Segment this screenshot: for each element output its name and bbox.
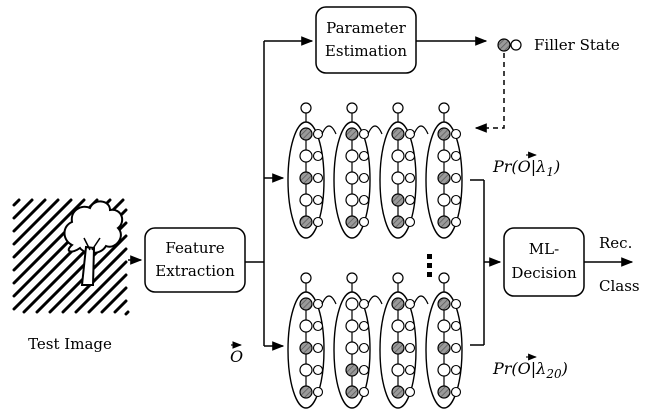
hmm-state: [437, 149, 451, 163]
hmm-state: [299, 319, 313, 333]
hatch-line: [87, 273, 128, 314]
hmm-column: [287, 102, 325, 239]
filler-state: [437, 385, 451, 399]
ellipsis-dots: [427, 254, 432, 277]
observation-label: O: [230, 341, 243, 366]
hatch-line: [12, 198, 86, 272]
hmm-state: [391, 363, 405, 377]
hmm-column: [379, 272, 417, 409]
ml-decision-block: ML- Decision: [503, 227, 585, 297]
filler-state: [299, 341, 313, 355]
hmm-state: [391, 319, 405, 333]
filler-state: [345, 363, 359, 377]
filler-state: [391, 193, 405, 207]
filler-state: [391, 385, 405, 399]
filler-state: [391, 341, 405, 355]
hmm-column: [287, 272, 325, 409]
test-image-label: Test Image: [28, 335, 112, 353]
probability-label-top: Pr(O|λ1): [492, 151, 560, 179]
filler-state: [437, 297, 451, 311]
hatch-line: [12, 198, 21, 207]
filler-state: [299, 215, 313, 229]
hmm-state: [391, 149, 405, 163]
filler-state: [391, 215, 405, 229]
rec-label: Rec.: [599, 234, 632, 252]
hmm-state: [299, 363, 313, 377]
feature-extraction-label-line1: Feature: [165, 239, 224, 257]
svg-text:Pr(O|λ1): Pr(O|λ1): [492, 157, 560, 179]
feature-extraction-label-line2: Extraction: [155, 262, 235, 280]
hmm-state: [345, 319, 359, 333]
filler-state-label: Filler State: [534, 36, 620, 54]
filler-state: [299, 127, 313, 141]
filler-state: [299, 171, 313, 185]
hmm-state: [437, 363, 451, 377]
filler-state: [437, 171, 451, 185]
hatch-line: [113, 299, 128, 314]
probability-label-bottom: Pr(O|λ20): [492, 353, 568, 381]
parameter-estimation-label-line1: Parameter: [326, 19, 406, 37]
test-image: [12, 198, 130, 316]
connectors: [128, 36, 634, 351]
parameter-estimation-label-line2: Estimation: [325, 42, 407, 60]
tree-drawing: [63, 200, 124, 286]
hmm-model-1: [287, 102, 463, 239]
hmm-model-20: [287, 272, 463, 409]
filler-state: [391, 127, 405, 141]
hatch-line: [61, 247, 128, 314]
hmm-state: [345, 193, 359, 207]
filler-state: [299, 385, 313, 399]
hmm-state: [345, 149, 359, 163]
hmm-column: [379, 102, 417, 239]
filler-state: [437, 215, 451, 229]
hatch-line: [12, 198, 60, 246]
filler-state: [437, 127, 451, 141]
svg-text:Pr(O|λ20): Pr(O|λ20): [492, 359, 568, 381]
hatch-line: [124, 310, 130, 316]
filler-dashed-arrow: [474, 53, 505, 133]
filler-state: [299, 297, 313, 311]
class-label: Class: [599, 277, 640, 295]
hatch-line: [12, 198, 73, 259]
feature-extraction-block: Feature Extraction: [144, 227, 246, 293]
hatch-line: [12, 198, 47, 233]
hmm-column: [425, 102, 463, 239]
ml-decision-label-line2: Decision: [511, 264, 577, 282]
hmm-state: [391, 171, 405, 185]
hatch-line: [100, 286, 128, 314]
filler-state-symbol: [497, 38, 522, 52]
hmm-state: [437, 319, 451, 333]
filler-state: [345, 215, 359, 229]
parameter-estimation-block: Parameter Estimation: [315, 6, 417, 74]
filler-state: [437, 341, 451, 355]
svg-text:O: O: [230, 347, 243, 366]
hmm-state: [437, 193, 451, 207]
hmm-state: [299, 149, 313, 163]
hmm-state: [345, 171, 359, 185]
hmm-state: [345, 341, 359, 355]
hmm-state: [345, 297, 359, 311]
ml-decision-label-line1: ML-: [529, 240, 559, 258]
hmm-column: [333, 272, 371, 409]
hatch-line: [12, 198, 34, 220]
hmm-column: [333, 102, 371, 239]
filler-state: [391, 297, 405, 311]
hmm-column: [425, 272, 463, 409]
filler-state: [345, 127, 359, 141]
hatch-line: [74, 260, 128, 314]
hmm-state: [299, 193, 313, 207]
filler-state: [345, 385, 359, 399]
